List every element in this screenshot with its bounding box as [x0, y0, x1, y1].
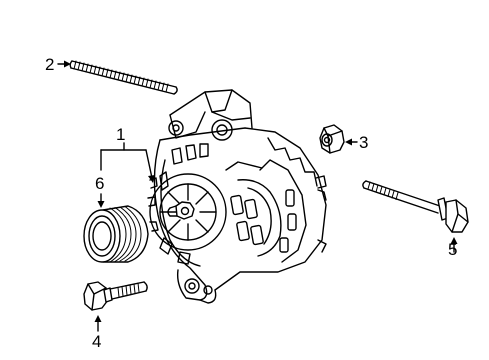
callout-2: 2	[45, 55, 55, 74]
callout-1-bracket	[100, 142, 155, 183]
callout-4: 4	[92, 332, 102, 351]
callout-6-leader	[97, 193, 105, 208]
callout-3: 3	[359, 133, 369, 152]
callout-5-leader	[450, 237, 458, 253]
callout-2-leader	[57, 60, 71, 68]
callout-6: 6	[95, 174, 105, 193]
short-bolt-icon	[83, 281, 148, 311]
callout-5: 5	[448, 240, 458, 259]
pulley-icon	[83, 205, 149, 263]
callout-1: 1	[116, 125, 126, 144]
stud-icon	[69, 60, 178, 95]
alternator-icon	[147, 89, 327, 304]
long-bolt-icon	[362, 180, 469, 233]
callout-4-leader	[94, 315, 102, 332]
callout-3-leader	[345, 138, 358, 146]
nut-icon	[319, 124, 345, 154]
